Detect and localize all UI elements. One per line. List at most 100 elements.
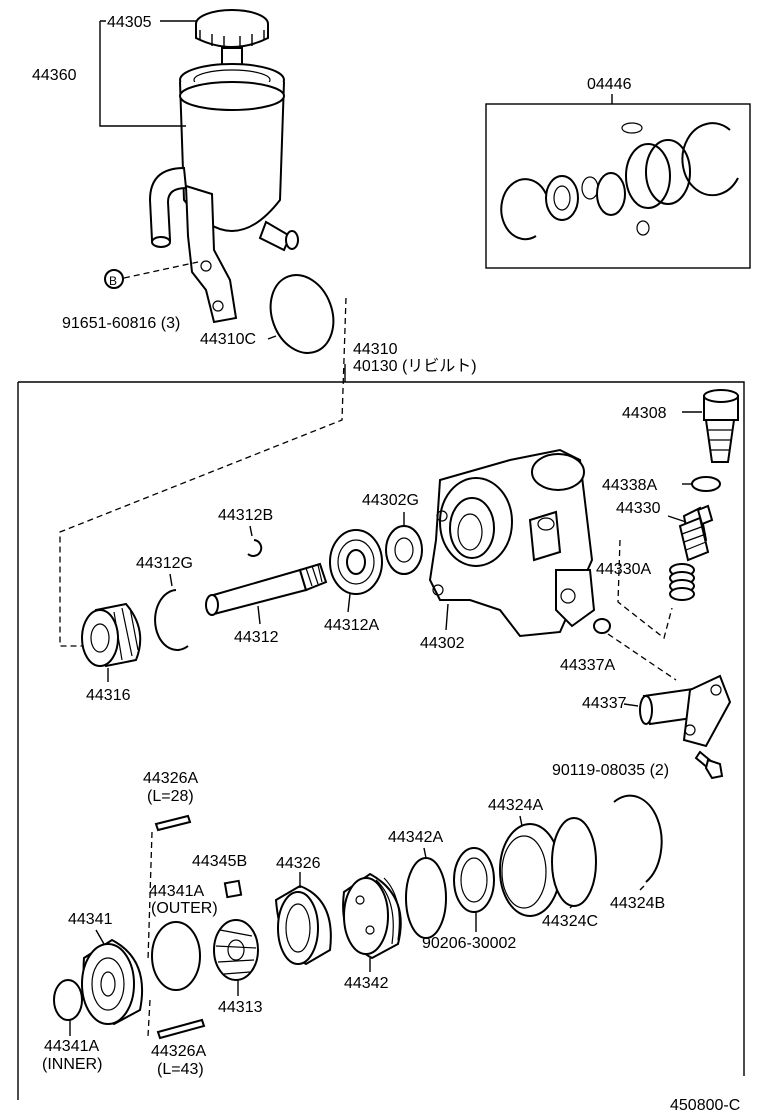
cap-ridges — [199, 30, 265, 48]
shaft-spline-teeth — [305, 564, 323, 587]
reservoir-assembly — [148, 9, 299, 324]
dashed-pin-bottom — [147, 999, 151, 1037]
reservoir-cap-side — [195, 24, 269, 48]
kit-o-ring-top — [621, 122, 643, 134]
kit-snap-ring-right — [681, 122, 739, 197]
label-91651: 91651-60816 (3) — [62, 315, 180, 332]
bolt-head — [704, 758, 724, 780]
label-44326a-top-len: (L=28) — [147, 788, 194, 805]
diagram-code: 450800-C — [670, 1097, 740, 1112]
label-44341a-inner-sub: (INNER) — [42, 1056, 102, 1073]
rotor-44313 — [213, 919, 259, 981]
union-44337 — [639, 674, 732, 748]
cam-ring-face — [277, 891, 319, 965]
housing-bore — [449, 497, 495, 559]
rotor-body — [213, 919, 259, 981]
label-44330: 44330 — [616, 500, 661, 517]
seal-kit-parts — [500, 122, 739, 241]
label-44312b: 44312B — [218, 507, 273, 524]
label-44341a-inner: 44341A — [44, 1038, 99, 1055]
rotor-slots — [215, 929, 257, 975]
kit-ball — [636, 220, 650, 236]
cover-44324a — [499, 823, 561, 917]
label-90206: 90206-30002 — [422, 935, 516, 952]
hose-end — [151, 236, 171, 248]
fitting-body — [704, 419, 736, 463]
kit-oil-seal — [545, 175, 579, 221]
pulley-bore — [90, 623, 110, 653]
label-40130: 40130 (リビルト) — [353, 357, 477, 375]
spring-ring-90206 — [453, 847, 495, 913]
union-hole-1 — [710, 684, 722, 696]
reservoir-inlet-hose — [148, 166, 188, 241]
pump-housing-44302 — [428, 448, 596, 638]
vane-44345b — [223, 879, 243, 899]
fitting-threads — [708, 429, 732, 451]
union-tube-end — [639, 695, 653, 725]
shaft-end — [205, 594, 219, 616]
label-44324b: 44324B — [610, 895, 665, 912]
front-plate-recess — [91, 957, 125, 1011]
spring-44330a — [669, 563, 695, 601]
label-44342: 44342 — [344, 975, 389, 992]
fitting-44308 — [703, 389, 739, 463]
o-ring-44338a — [691, 476, 721, 492]
kit-ring-1 — [625, 143, 671, 209]
rear-plate-44342 — [342, 872, 402, 960]
leader-44342a — [423, 847, 427, 859]
gasket-44310c — [269, 274, 335, 354]
kit-snap-ring-left — [500, 178, 547, 241]
kit-ring-2 — [645, 139, 691, 205]
o-ring-44337a — [593, 618, 611, 634]
label-44341a-outer-sub: (OUTER) — [151, 900, 218, 917]
rear-plate-face — [343, 877, 389, 955]
label-44345b: 44345B — [192, 853, 247, 870]
bracket-hole-2 — [212, 300, 224, 312]
leader-44330 — [667, 515, 687, 523]
front-plate-face — [81, 943, 135, 1025]
leader-44341 — [95, 929, 105, 945]
outlet-end — [285, 230, 299, 250]
reservoir-bracket — [184, 184, 238, 324]
bolt-90119 — [694, 750, 724, 780]
leader-44337 — [623, 703, 639, 707]
label-44324a: 44324A — [488, 797, 543, 814]
label-04446: 04446 — [587, 76, 632, 93]
label-44341: 44341 — [68, 911, 113, 928]
main-assembly-frame-top-right — [18, 381, 745, 1076]
o-ring-44342a — [405, 857, 447, 939]
bearing-44312a-bore — [346, 549, 366, 575]
label-44302: 44302 — [420, 635, 465, 652]
housing-rear-flange — [531, 453, 585, 491]
housing-port-hole — [537, 517, 555, 531]
dashed-link-gasket — [59, 297, 347, 647]
bracket-hole-1 — [200, 260, 212, 272]
pin-44326a-bottom — [156, 1018, 206, 1040]
leader-bolt-b — [123, 261, 199, 279]
dashed-link-44337a — [607, 633, 677, 681]
spring-ring-90206-inner — [460, 857, 488, 903]
cam-ring-44326 — [274, 884, 332, 966]
union-hole-2 — [684, 724, 696, 736]
leader-44324b — [639, 885, 645, 891]
reservoir-outlet — [258, 220, 292, 252]
leader-44312g — [169, 573, 173, 587]
leader-44324c — [569, 905, 573, 909]
valve-grooves — [681, 525, 707, 551]
bolt-b-icon — [104, 269, 124, 289]
pulley-ribs — [113, 607, 139, 661]
label-44316: 44316 — [86, 687, 131, 704]
housing-outlet-hole — [560, 588, 576, 604]
pin-44326a-top — [154, 814, 192, 832]
o-ring-44324c — [551, 817, 597, 907]
bearing-44312a-race — [337, 539, 375, 585]
leader-44302 — [445, 603, 449, 631]
pulley-face — [81, 609, 119, 667]
label-bolt-b: B — [109, 274, 117, 288]
label-90119: 90119-08035 (2) — [552, 762, 669, 779]
kit-o-ring-small — [581, 176, 599, 200]
housing-bore-inner — [457, 513, 483, 551]
rear-plate-hole-1 — [355, 895, 365, 905]
dashed-pin-top — [147, 831, 153, 961]
